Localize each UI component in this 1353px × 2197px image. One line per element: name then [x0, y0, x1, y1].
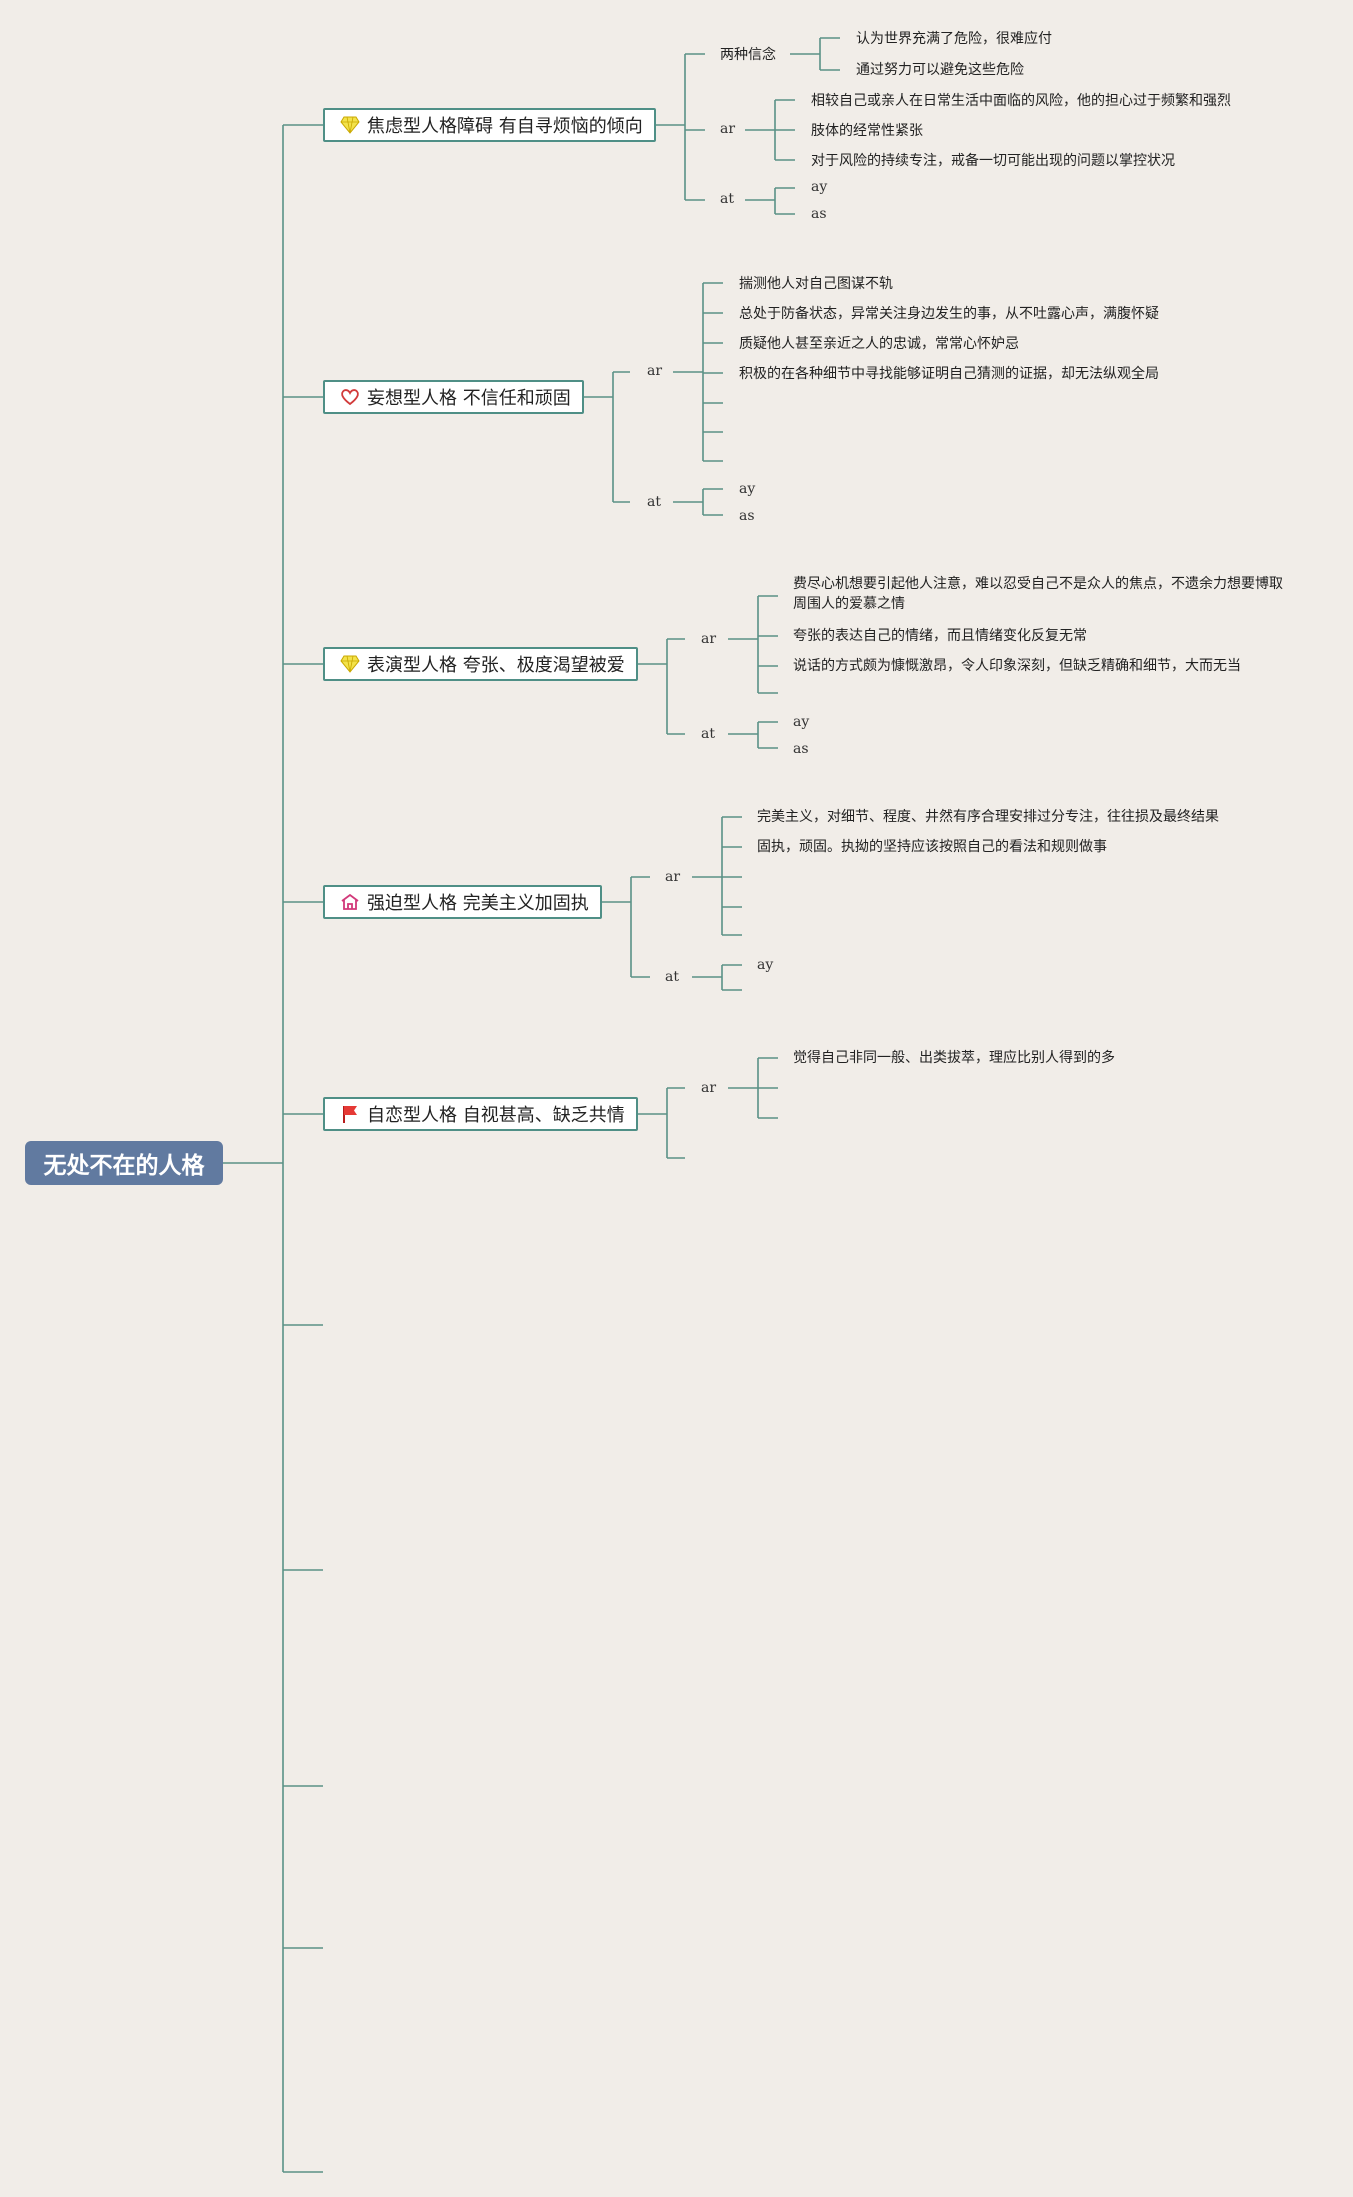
ar-label[interactable]: ar: [701, 631, 717, 647]
ar-label[interactable]: ar: [665, 869, 681, 885]
list-item[interactable]: ay: [811, 179, 828, 195]
list-item[interactable]: 固执，顽固。执拗的坚持应该按照自己的看法和规则做事: [757, 839, 1107, 855]
root-topic[interactable]: 无处不在的人格: [25, 1141, 223, 1185]
topic-histrionic[interactable]: 表演型人格 夸张、极度渴望被爱: [323, 647, 638, 681]
list-item[interactable]: 积极的在各种细节中寻找能够证明自己猜测的证据，却无法纵观全局: [739, 366, 1159, 382]
at-label[interactable]: at: [701, 726, 715, 742]
list-item[interactable]: ay: [757, 957, 774, 973]
at-label[interactable]: at: [647, 494, 661, 510]
list-item[interactable]: ay: [739, 481, 756, 497]
flag-icon: [339, 1103, 361, 1125]
list-item[interactable]: as: [793, 741, 809, 757]
list-item[interactable]: as: [739, 508, 755, 524]
topic-label: 妄想型人格 不信任和顽固: [367, 388, 571, 409]
topic-obsessive[interactable]: 强迫型人格 完美主义加固执: [323, 885, 602, 919]
list-item[interactable]: 揣测他人对自己图谋不轨: [739, 276, 893, 292]
topic-label: 焦虑型人格障碍 有自寻烦恼的倾向: [367, 116, 643, 137]
list-item[interactable]: 通过努力可以避免这些危险: [856, 62, 1024, 78]
list-item[interactable]: 总处于防备状态，异常关注身边发生的事，从不吐露心声，满腹怀疑: [739, 306, 1159, 322]
heart-icon: [339, 386, 361, 408]
list-item[interactable]: 认为世界充满了危险，很难应付: [856, 31, 1052, 47]
topic-anxious[interactable]: 焦虑型人格障碍 有自寻烦恼的倾向: [323, 108, 656, 142]
topic-label: 强迫型人格 完美主义加固执: [367, 893, 589, 914]
list-item[interactable]: ay: [793, 714, 810, 730]
beliefs-label[interactable]: 两种信念: [720, 47, 776, 63]
topic-label: 表演型人格 夸张、极度渴望被爱: [367, 655, 625, 676]
topic-paranoid[interactable]: 妄想型人格 不信任和顽固: [323, 380, 584, 414]
list-item[interactable]: 质疑他人甚至亲近之人的忠诚，常常心怀妒忌: [739, 336, 1019, 352]
at-label[interactable]: at: [720, 191, 734, 207]
list-item[interactable]: 说话的方式颇为慷慨激昂，令人印象深刻，但缺乏精确和细节，大而无当: [793, 658, 1241, 674]
ar-label[interactable]: ar: [647, 363, 663, 379]
root-label: 无处不在的人格: [43, 1153, 205, 1179]
list-item[interactable]: 相较自己或亲人在日常生活中面临的风险，他的担心过于频繁和强烈: [811, 93, 1231, 109]
diamond-icon: [339, 653, 361, 675]
list-item[interactable]: 觉得自己非同一般、出类拔萃，理应比别人得到的多: [793, 1050, 1115, 1066]
list-item[interactable]: 对于风险的持续专注，戒备一切可能出现的问题以掌控状况: [811, 153, 1175, 169]
ar-label[interactable]: ar: [720, 121, 736, 137]
house-icon: [339, 891, 361, 913]
list-item[interactable]: 完美主义，对细节、程度、井然有序合理安排过分专注，往往损及最终结果: [757, 809, 1219, 825]
list-item[interactable]: 肢体的经常性紧张: [811, 123, 923, 139]
topic-narcissistic[interactable]: 自恋型人格 自视甚高、缺乏共情: [323, 1097, 638, 1131]
at-label[interactable]: at: [665, 969, 679, 985]
list-item[interactable]: as: [811, 206, 827, 222]
list-item[interactable]: 夸张的表达自己的情绪，而且情绪变化反复无常: [793, 628, 1087, 644]
list-item[interactable]: 费尽心机想要引起他人注意，难以忍受自己不是众人的焦点，不遗余力想要博取周围人的爱…: [793, 576, 1283, 612]
topic-label: 自恋型人格 自视甚高、缺乏共情: [367, 1105, 625, 1126]
ar-label[interactable]: ar: [701, 1080, 717, 1096]
diamond-icon: [339, 114, 361, 136]
